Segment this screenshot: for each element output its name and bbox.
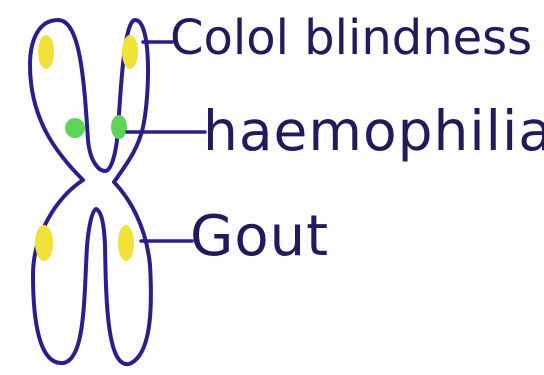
yellow-band-top-right: [122, 35, 138, 69]
green-band-right: [111, 115, 127, 139]
label-gout: Gout: [190, 209, 329, 265]
yellow-band-bottom-right: [118, 225, 134, 261]
yellow-band-top-left: [38, 35, 54, 69]
chromosome-outline: [30, 20, 151, 364]
label-color-blindness: Colol blindness: [170, 14, 532, 62]
yellow-band-bottom-left: [35, 225, 53, 261]
green-band-left: [65, 118, 85, 138]
label-haemophilia: haemophilia: [203, 104, 544, 159]
